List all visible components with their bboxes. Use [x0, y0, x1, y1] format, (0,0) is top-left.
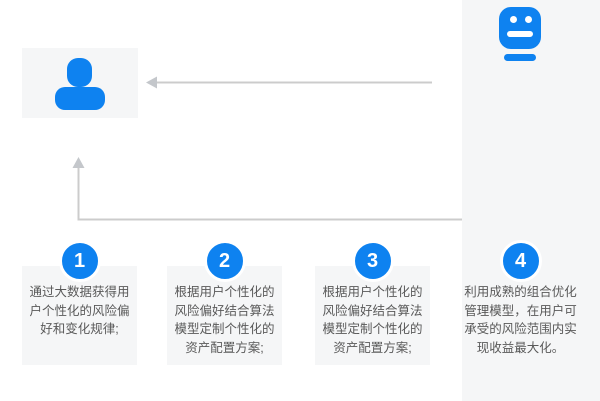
step-2-line: 资产配置方案; [185, 340, 264, 355]
robot-chin-shape [504, 54, 536, 61]
step-2-line: 模型定制个性化的 [174, 322, 275, 336]
step-2-line: 风险偏好结合算法 [174, 303, 275, 318]
arrowhead-left-icon [146, 76, 157, 89]
step-2-text: 根据用户个性化的 风险偏好结合算法 模型定制个性化的 资产配置方案; [167, 283, 282, 357]
step-3-line: 资产配置方案; [333, 340, 412, 355]
arrow-feedback-loop [72, 157, 522, 221]
step-1-line: 户个性化的风险偏 [29, 303, 130, 318]
step-2-box: 根据用户个性化的 风险偏好结合算法 模型定制个性化的 资产配置方案; [167, 266, 282, 365]
person-head-shape [67, 58, 92, 87]
step-4-box: 利用成熟的组合优化 管理模型，在用户可 承受的风险范围内实 现收益最大化。 [463, 266, 578, 365]
robot-eye-icon [525, 16, 532, 23]
person-icon [22, 48, 138, 118]
step-4-line: 现收益最大化。 [476, 340, 565, 355]
step-1-line: 好和变化规律; [40, 322, 119, 336]
step-3-line: 模型定制个性化的 [322, 322, 423, 336]
robot-eye-icon [510, 16, 517, 23]
step-1-number-badge: 1 [58, 240, 101, 282]
step-3-number-badge: 3 [351, 240, 394, 282]
step-1-line: 通过大数据获得用 [29, 285, 130, 299]
step-2-number-badge: 2 [203, 240, 246, 282]
step-3-text: 根据用户个性化的 风险偏好结合算法 模型定制个性化的 资产配置方案; [315, 283, 430, 357]
step-4-text: 利用成熟的组合优化 管理模型，在用户可 承受的风险范围内实 现收益最大化。 [463, 283, 578, 357]
step-3-line: 根据用户个性化的 [322, 285, 423, 299]
step-4-line: 承受的风险范围内实 [464, 322, 577, 336]
person-body-shape [55, 87, 105, 110]
arrow-robot-to-user [146, 76, 432, 89]
robot-mouth-shape [507, 31, 533, 37]
step-1-box: 通过大数据获得用 户个性化的风险偏 好和变化规律; [22, 266, 137, 365]
step-4-line: 利用成熟的组合优化 [464, 285, 577, 299]
user-actor-box [22, 48, 138, 118]
arrowhead-up-icon [72, 157, 85, 168]
step-3-box: 根据用户个性化的 风险偏好结合算法 模型定制个性化的 资产配置方案; [315, 266, 430, 365]
step-4-number-badge: 4 [499, 240, 542, 282]
robot-head-shape [499, 7, 541, 49]
robot-icon [462, 0, 600, 401]
step-1-text: 通过大数据获得用 户个性化的风险偏 好和变化规律; [22, 283, 137, 339]
step-3-line: 风险偏好结合算法 [322, 303, 423, 318]
step-2-line: 根据用户个性化的 [174, 285, 275, 299]
step-4-line: 管理模型，在用户可 [464, 303, 577, 318]
